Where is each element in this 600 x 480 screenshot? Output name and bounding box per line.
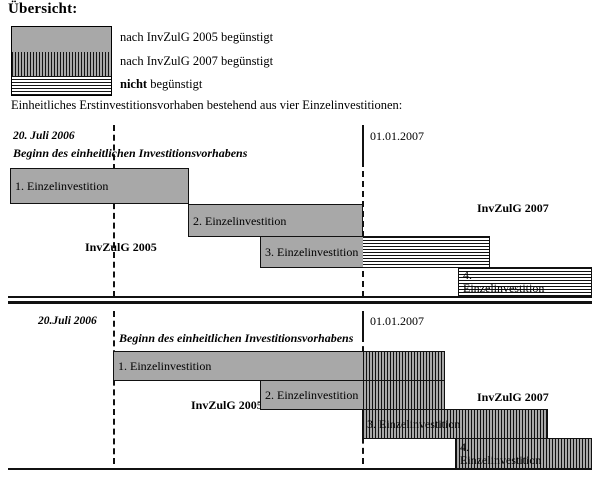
lower-bar-1-label: 1. Einzelinvestition (118, 358, 212, 373)
lower-date-right: 01.01.2007 (370, 314, 424, 328)
upper-bar-3: 3. Einzelinvestition (260, 236, 490, 268)
upper-marker-line-01-01-2007-dashed (362, 161, 364, 297)
legend-swatch-horizontal-stripes (12, 76, 111, 95)
upper-bar-2: 2. Einzelinvestition (188, 204, 363, 237)
upper-bar-4-segment-horizontal-stripes (459, 268, 591, 296)
upper-date-left: 20. Juli 2006 (13, 130, 75, 142)
lower-bar-3-segment-vertical-stripes (363, 410, 547, 438)
lower-bar-2: 2. Einzelinvestition (260, 380, 445, 410)
upper-zone-label-invzulg-2005: InvZulG 2005 (85, 240, 157, 254)
upper-marker-line-01-01-2007-solid (362, 125, 364, 161)
upper-bar-1-label: 1. Einzelinvestition (15, 178, 109, 193)
lower-zone-label-invzulg-2007: InvZulG 2007 (477, 390, 549, 404)
legend-label-invzulg-2007: nach InvZulG 2007 begünstigt (120, 54, 274, 68)
lower-bar-4-label: 4. Einzelinvestition (460, 439, 542, 467)
lower-bar-1-segment-solid (114, 352, 363, 380)
legend-label-nicht-bold: nicht (120, 77, 148, 91)
lower-bar-1-segment-vertical-stripes (363, 352, 444, 380)
page-title: Übersicht: (8, 1, 78, 17)
lower-baseline (8, 468, 592, 470)
upper-bar-4: 4. Einzelinvestition (458, 267, 592, 297)
lower-marker-line-20-juli-2006 (113, 311, 115, 464)
upper-bar-4-label: 4. Einzelinvestition (463, 268, 545, 295)
upper-bar-2-label: 2. Einzelinvestition (193, 213, 287, 228)
upper-bar-3-label: 3. Einzelinvestition (265, 244, 359, 259)
lower-caption: Beginn des einheitlichen Investitionsvor… (119, 331, 354, 345)
upper-bar-3-segment-solid (261, 237, 363, 267)
legend-label-nicht-beguenstigt: nicht begünstigt (120, 77, 202, 92)
lower-bar-4-segment-vertical-stripes (456, 439, 591, 468)
lower-bar-1: 1. Einzelinvestition (113, 351, 445, 381)
upper-bar-3-segment-horizontal-stripes (363, 237, 489, 267)
lower-bar-4: 4. Einzelinvestition (455, 438, 592, 469)
lower-bar-3: 3. Einzelinvestition (362, 409, 548, 439)
upper-marker-line-20-juli-2006 (113, 125, 115, 297)
lower-date-left: 20.Juli 2006 (38, 315, 97, 327)
legend-swatch-box (11, 26, 112, 96)
upper-bar-2-segment-solid (189, 205, 362, 236)
legend-label-invzulg-2005: nach InvZulG 2005 begünstigt (120, 30, 274, 44)
upper-date-right: 01.01.2007 (370, 129, 424, 143)
upper-caption: Beginn des einheitlichen Investitionsvor… (13, 146, 248, 160)
upper-baseline (8, 296, 592, 298)
lower-bar-2-segment-vertical-stripes (363, 381, 444, 409)
upper-bar-1: 1. Einzelinvestition (10, 168, 189, 204)
lower-marker-line-01-01-2007-solid (362, 311, 364, 336)
chart-subtitle: Einheitliches Erstinvestitionsvorhaben b… (11, 98, 403, 112)
lower-zone-label-invzulg-2005: InvZulG 2005 (191, 398, 263, 412)
lower-bar-2-label: 2. Einzelinvestition (265, 387, 359, 402)
lower-bar-2-segment-solid (261, 381, 363, 409)
lower-bar-3-label: 3. Einzelinvestition (367, 416, 461, 431)
panel-divider (8, 301, 592, 304)
legend-label-nicht-rest: begünstigt (147, 77, 203, 91)
upper-bar-1-segment-solid (11, 169, 188, 203)
legend-swatch-vertical-stripes (12, 52, 111, 76)
upper-zone-label-invzulg-2007: InvZulG 2007 (477, 201, 549, 215)
legend-swatch-solid-gray (12, 27, 111, 52)
